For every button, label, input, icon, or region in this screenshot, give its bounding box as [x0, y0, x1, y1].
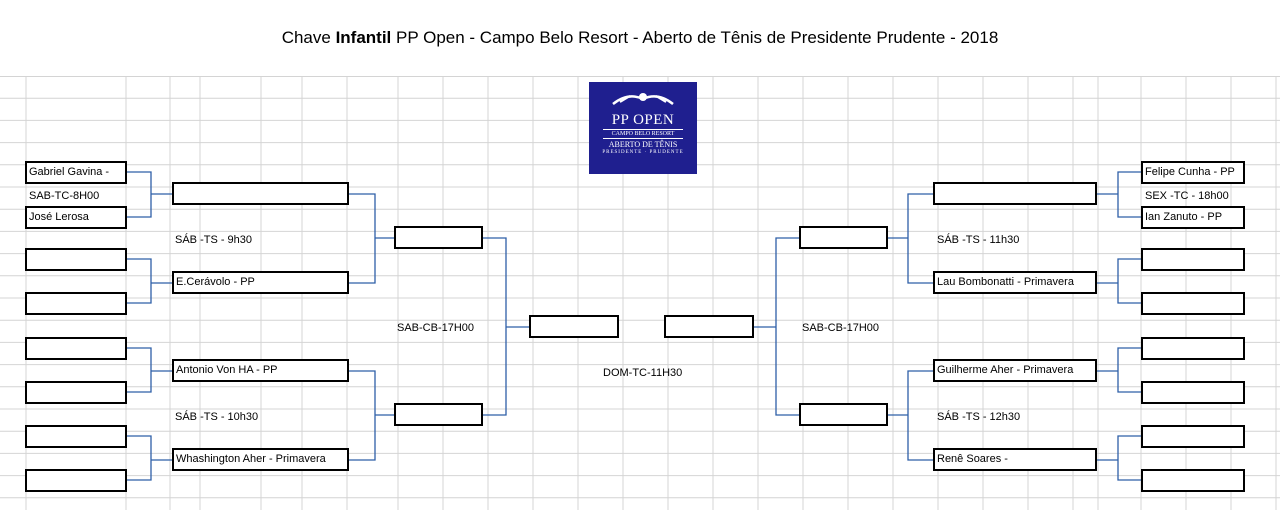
right-r3-slot-2[interactable]	[799, 403, 888, 426]
schedule-label-sex-tc-18h00: SEX -TC - 18h00	[1145, 190, 1229, 202]
schedule-label-sab-ts-12h30: SÁB -TS - 12h30	[937, 411, 1021, 423]
right-r1-slot-1[interactable]: Felipe Cunha - PP	[1141, 161, 1245, 184]
right-r1-slot-7[interactable]	[1141, 425, 1245, 448]
right-r2-slot-4[interactable]: Renê Soares -	[933, 448, 1097, 471]
logo-line-2: CAMPO BELO RESORT	[603, 129, 683, 139]
left-r3-slot-1[interactable]	[394, 226, 483, 249]
schedule-label-sab-ts-9h30: SÁB -TS - 9h30	[175, 234, 253, 246]
left-r1-slot-2[interactable]: José Lerosa	[25, 206, 127, 229]
title-bold: Infantil	[335, 28, 392, 47]
right-r1-slot-5[interactable]	[1141, 337, 1245, 360]
left-r3-slot-2[interactable]	[394, 403, 483, 426]
left-r1-slot-3[interactable]	[25, 248, 127, 271]
title-prefix: Chave	[281, 28, 336, 47]
title-suffix: PP Open - Campo Belo Resort - Aberto de …	[391, 28, 999, 47]
left-r1-slot-7[interactable]	[25, 425, 127, 448]
right-r1-slot-3[interactable]	[1141, 248, 1245, 271]
right-r1-slot-4[interactable]	[1141, 292, 1245, 315]
schedule-label-sab-tc-8h00: SAB-TC-8H00	[29, 190, 100, 202]
left-r1-slot-5[interactable]	[25, 337, 127, 360]
schedule-label-sab-cb-17h00-right: SAB-CB-17H00	[802, 322, 880, 334]
right-r2-slot-2[interactable]: Lau Bombonatti - Primavera	[933, 271, 1097, 294]
right-r1-slot-8[interactable]	[1141, 469, 1245, 492]
left-r1-slot-4[interactable]	[25, 292, 127, 315]
left-r2-slot-1[interactable]	[172, 182, 349, 205]
pp-open-logo: PP OPEN CAMPO BELO RESORT ABERTO DE TÊNI…	[589, 82, 697, 174]
right-r1-slot-2[interactable]: Ian Zanuto - PP	[1141, 206, 1245, 229]
left-r2-slot-3[interactable]: Antonio Von HA - PP	[172, 359, 349, 382]
logo-line-4: PRESIDENTE · PRUDENTE	[602, 150, 684, 155]
right-r2-slot-1[interactable]	[933, 182, 1097, 205]
left-r1-slot-8[interactable]	[25, 469, 127, 492]
right-final-slot[interactable]	[664, 315, 754, 338]
left-r1-slot-6[interactable]	[25, 381, 127, 404]
logo-line-3: ABERTO DE TÊNIS	[608, 140, 678, 149]
right-r2-slot-3[interactable]: Guilherme Aher - Primavera	[933, 359, 1097, 382]
tennis-swoosh-icon	[612, 93, 674, 105]
schedule-label-sab-ts-11h30: SÁB -TS - 11h30	[937, 234, 1020, 246]
logo-line-1: PP OPEN	[611, 112, 675, 128]
left-r1-slot-1[interactable]: Gabriel Gavina -	[25, 161, 127, 184]
schedule-label-sab-cb-17h00-left: SAB-CB-17H00	[397, 322, 475, 334]
left-final-slot[interactable]	[529, 315, 619, 338]
page-title: Chave Infantil PP Open - Campo Belo Reso…	[0, 0, 1280, 77]
right-r3-slot-1[interactable]	[799, 226, 888, 249]
right-r1-slot-6[interactable]	[1141, 381, 1245, 404]
schedule-label-sab-ts-10h30: SÁB -TS - 10h30	[175, 411, 259, 423]
schedule-label-dom-tc-11h30: DOM-TC-11H30	[603, 367, 683, 379]
left-r2-slot-4[interactable]: Whashington Aher - Primavera	[172, 448, 349, 471]
left-r2-slot-2[interactable]: E.Cerávolo - PP	[172, 271, 349, 294]
